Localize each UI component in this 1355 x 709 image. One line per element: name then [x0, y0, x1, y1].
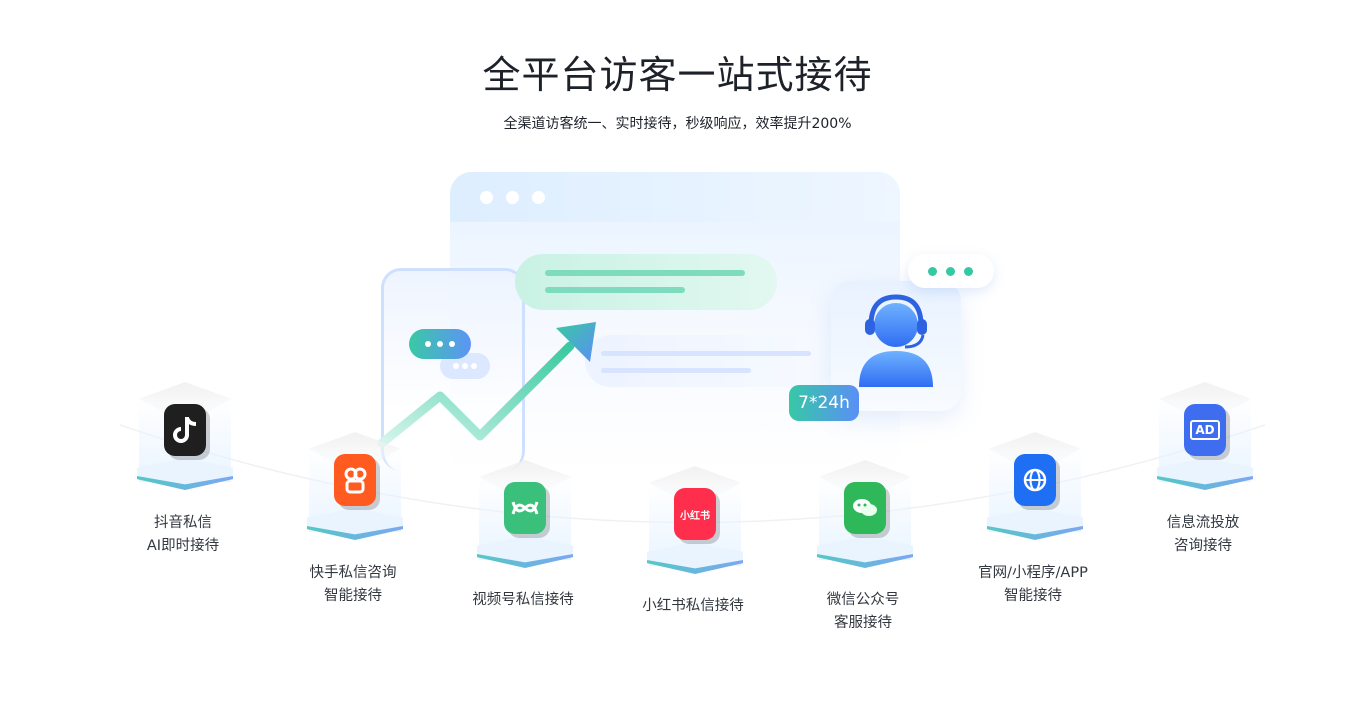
browser-titlebar: [450, 172, 900, 222]
channels-icon: [504, 482, 546, 534]
browser-window-illustration: [450, 172, 900, 472]
platform-feed-ads-label: 信息流投放咨询接待: [1166, 515, 1240, 554]
platform-douyin[interactable]: [135, 382, 235, 494]
ad-icon: AD: [1184, 404, 1226, 456]
platform-website-app[interactable]: [985, 432, 1085, 544]
chat-bubble-icon: [409, 329, 471, 359]
window-dot: [480, 191, 493, 204]
platform-kuaishou-label: 快手私信咨询智能接待: [309, 565, 397, 604]
typing-bubble: [908, 254, 994, 288]
growth-arrow-icon: [377, 322, 596, 448]
page-subtitle: 全渠道访客统一、实时接待，秒级响应，效率提升200%: [503, 116, 852, 132]
wechat-icon: [844, 482, 886, 534]
page-title: 全平台访客一站式接待: [482, 53, 873, 97]
platform-xiaohongshu[interactable]: 小红书: [645, 466, 745, 578]
platform-kuaishou[interactable]: [305, 432, 405, 544]
message-bubble-green: [515, 254, 777, 310]
platform-wechat-official-label: 微信公众号客服接待: [826, 592, 900, 631]
platform-channels[interactable]: [475, 460, 575, 572]
globe-icon: [1014, 454, 1056, 506]
window-dot: [532, 191, 545, 204]
douyin-icon: [164, 404, 206, 456]
platform-feed-ads[interactable]: AD: [1155, 382, 1255, 494]
message-bubble-blue: [585, 335, 835, 387]
kuaishou-icon: [334, 454, 376, 506]
window-dot: [506, 191, 519, 204]
xiaohongshu-icon: 小红书: [674, 488, 716, 540]
agent-avatar-icon: [859, 294, 933, 387]
platform-xiaohongshu-label: 小红书私信接待: [642, 598, 744, 614]
always-online-badge: 7*24h: [789, 385, 859, 421]
platform-channels-label: 视频号私信接待: [472, 592, 574, 608]
platform-wechat-official[interactable]: [815, 460, 915, 572]
